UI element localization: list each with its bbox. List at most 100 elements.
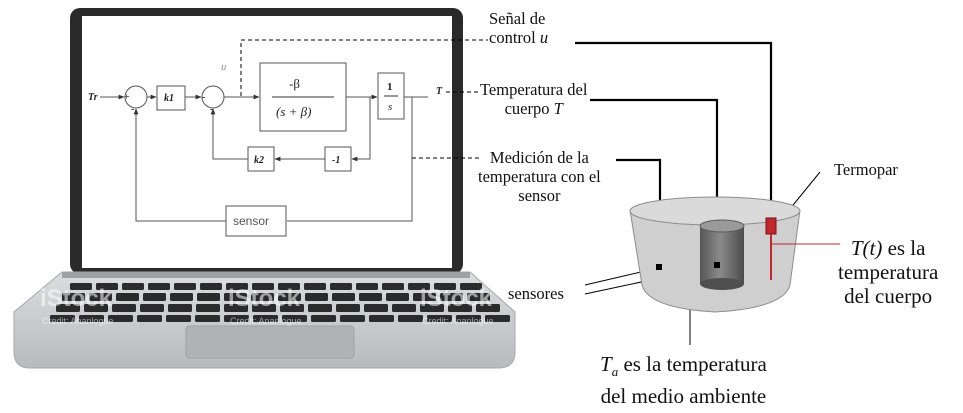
keyboard-key: [116, 293, 139, 301]
plant-num: -β: [289, 76, 300, 91]
cylinder-bottom: [700, 278, 744, 290]
keyboard-key: [122, 283, 144, 290]
keyboard-key: [413, 293, 436, 301]
callout-control-line1: Señal de: [489, 9, 546, 28]
keyboard-key: [251, 293, 274, 301]
callout-body-temp-var: T: [553, 99, 563, 118]
callout-ambient-line1: Ta es la temperatura: [600, 352, 767, 380]
bowl-assembly: [629, 196, 840, 313]
callout-sensors: sensores: [508, 284, 564, 303]
leader-control-dashed: [240, 39, 488, 96]
keyboard-key: [282, 315, 307, 322]
keyboard-key: [224, 315, 249, 322]
keyboard-key: [84, 304, 108, 312]
keyboard-key: [56, 304, 80, 312]
callout-t-of-t: T(t) es la temperatura del cuerpo: [838, 236, 938, 308]
keyboard-key: [356, 283, 378, 290]
keyboard-key: [50, 315, 75, 322]
sensor-dot-2: [714, 262, 720, 268]
keyboard-key: [143, 293, 166, 301]
keyboard-key: [476, 304, 500, 312]
keyboard-key: [70, 283, 92, 290]
watermark-2: iStock: [228, 285, 301, 312]
plant-den: (s + β): [276, 104, 311, 119]
keyboard-key: [460, 283, 482, 290]
callout-meas-line3: sensor: [518, 186, 561, 205]
keyboard-key: [305, 293, 328, 301]
keyboard-key: [224, 293, 247, 301]
keyboard-key: [330, 283, 352, 290]
control-signal-label: u: [221, 61, 227, 73]
keyboard-key: [364, 304, 388, 312]
keyboard-key: [170, 293, 193, 301]
integrator-num: 1: [387, 81, 393, 93]
keyboard-key: [89, 293, 112, 301]
keyboard-key: [440, 293, 463, 301]
callout-meas-line1: Medición de la: [489, 148, 589, 167]
keyboard-key: [278, 293, 301, 301]
integrator-den: s: [388, 101, 392, 113]
keyboard-key: [137, 315, 162, 322]
callout-ambient: Ta es la temperatura del medio ambiente: [600, 352, 767, 408]
keyboard-key: [456, 315, 481, 322]
keyboard-key: [311, 315, 336, 322]
keyboard-key: [359, 293, 382, 301]
keyboard-key: [304, 283, 326, 290]
laptop: iStock iStock iStock Credit: Ananlogue C…: [13, 8, 516, 369]
keyboard-key: [174, 283, 196, 290]
keyboard-key: [420, 304, 444, 312]
sum1-plus: +: [124, 92, 130, 103]
watermark-3: iStock: [420, 285, 493, 312]
callout-control: Señal de control u: [489, 9, 548, 47]
callout-t-line1: T(t) es la: [850, 236, 926, 260]
keyboard-key: [108, 315, 133, 322]
callout-control-var: u: [539, 28, 549, 47]
keyboard-key: [79, 315, 104, 322]
keyboard-key: [200, 283, 222, 290]
keyboard-key: [332, 293, 355, 301]
keyboard-key: [278, 283, 300, 290]
sensor-block: [225, 205, 287, 237]
callout-measurement: Medición de la temperatura con el sensor: [478, 148, 601, 205]
keyboard-key: [195, 315, 220, 322]
keyboard-key: [280, 304, 304, 312]
keyboard-key: [252, 283, 274, 290]
keyboard: [50, 283, 510, 322]
gain-k2-block: [247, 146, 275, 172]
output-signal-label: T: [436, 86, 443, 97]
keyboard-key: [386, 293, 409, 301]
watermark-sub-3: Credit: Ananlogue: [422, 316, 494, 326]
gain-neg1-label: -1: [332, 155, 340, 166]
cylinder-body: [700, 226, 744, 284]
keyboard-key: [226, 283, 248, 290]
keyboard-key: [392, 304, 416, 312]
gain-k2-label: k2: [254, 155, 264, 166]
cylinder-top: [699, 219, 745, 233]
callout-t-var: T(t): [850, 236, 883, 260]
keyboard-key: [434, 283, 456, 290]
watermark-sub-2: Credit: Ananlogue: [230, 316, 302, 326]
keyboard-key: [196, 304, 220, 312]
callout-ambient-line2: del medio ambiente: [600, 384, 767, 409]
callout-ambient-var: T: [600, 352, 612, 376]
keyboard-key: [112, 304, 136, 312]
callout-t-line3: del cuerpo: [844, 284, 933, 308]
sum1-minus: -: [131, 104, 134, 115]
keyboard-key: [398, 315, 423, 322]
keyboard-key: [448, 304, 472, 312]
keyboard-key: [467, 293, 490, 301]
keyboard-key: [96, 283, 118, 290]
keyboard-key: [382, 283, 404, 290]
keyboard-key: [140, 304, 164, 312]
keyboard-key: [224, 304, 248, 312]
trackpad: [185, 325, 355, 359]
keyboard-key: [252, 304, 276, 312]
keyboard-key: [369, 315, 394, 322]
input-signal-label: Tr: [88, 92, 98, 103]
thermocouple-body: [765, 217, 777, 235]
gain-k1-label: k1: [164, 93, 174, 104]
keyboard-key: [148, 283, 170, 290]
sum2-minus-2: -: [210, 104, 213, 115]
keyboard-key: [253, 315, 278, 322]
